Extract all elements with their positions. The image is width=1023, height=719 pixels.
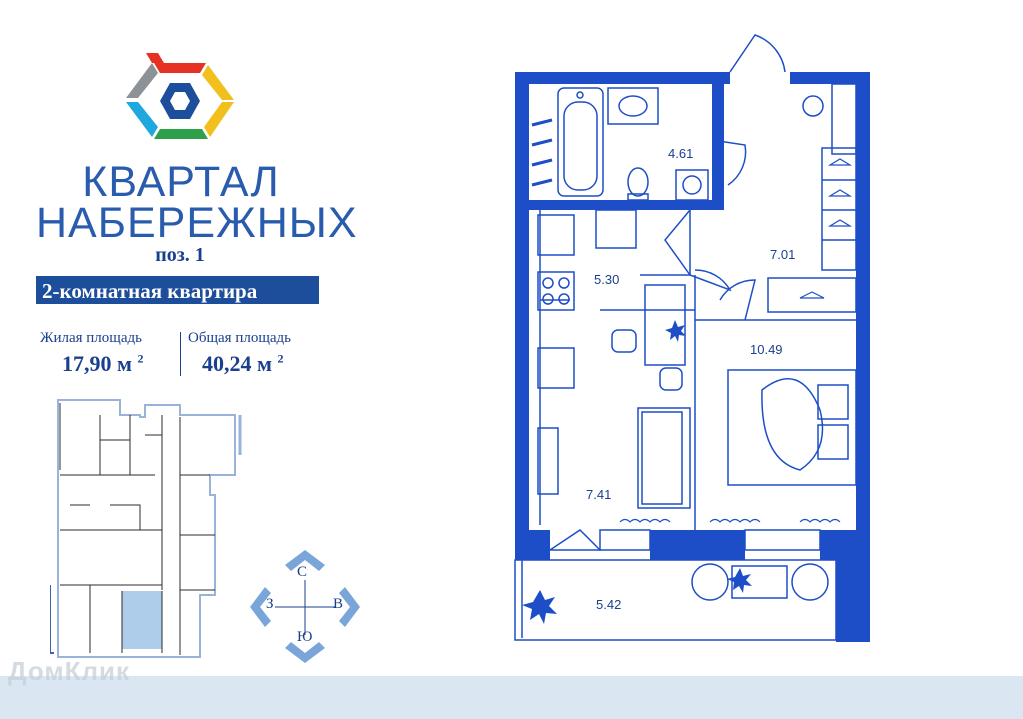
room-area-bathroom: 4.61: [668, 146, 694, 161]
brand-title-line1: КВАРТАЛ: [82, 158, 280, 206]
bed-icon: [727, 369, 857, 486]
room-area-bedroom: 10.49: [750, 342, 783, 357]
position-label: поз. 1: [155, 244, 205, 266]
living-area: Жилая площадь 17,90 м 2: [40, 330, 144, 377]
compass-south: Ю: [297, 629, 313, 645]
total-area-value: 40,24 м 2: [202, 351, 284, 376]
windows: [531, 118, 553, 187]
radiators: [619, 518, 841, 523]
toilet-icon: [627, 167, 649, 201]
floor-mini-plan: [50, 399, 242, 658]
bathtub-icon: [557, 87, 604, 197]
stove-icon: [542, 277, 570, 305]
living-area-label: Жилая площадь: [40, 330, 142, 346]
highlighted-apartment: [122, 591, 162, 649]
room-area-living-room: 7.41: [586, 487, 612, 502]
hanger-icon: [799, 158, 853, 299]
room-area-kitchen: 5.30: [594, 272, 620, 287]
table-chairs-icon: [600, 284, 695, 391]
total-area-label: Общая площадь: [188, 330, 292, 346]
walls: [515, 72, 870, 642]
room-area-balcony: 5.42: [596, 597, 622, 612]
compass-north: С: [297, 564, 308, 580]
compass-east: В: [333, 596, 344, 612]
living-area-value: 17,90 м 2: [62, 351, 144, 376]
apartment-type-label: 2-комнатная квартира: [42, 279, 258, 303]
sofa-icon: [637, 407, 691, 509]
tv-unit: [537, 427, 559, 495]
total-area: Общая площадь 40,24 м 2: [188, 330, 291, 377]
wardrobe: [767, 83, 857, 313]
interior-lines: [514, 34, 856, 641]
watermark: ДомКлик: [8, 656, 130, 686]
room-area-hallway: 7.01: [770, 247, 796, 262]
compass-arrows-icon: [250, 550, 360, 663]
area-divider: [180, 332, 181, 376]
logo-hexagon-icon: [126, 53, 234, 139]
snowflake-plant-icon: [522, 320, 752, 624]
washing-machine-icon: [675, 169, 709, 201]
brand-title-line2: НАБЕРЕЖНЫХ: [36, 199, 358, 247]
compass-west: З: [266, 596, 274, 612]
balcony-furniture: [691, 563, 829, 601]
sink-icon: [607, 87, 824, 125]
kitchen-units: [537, 209, 637, 389]
footer-strip: [0, 676, 1023, 719]
apartment-plan: [514, 34, 870, 642]
apartment-type-bar: [36, 276, 319, 304]
